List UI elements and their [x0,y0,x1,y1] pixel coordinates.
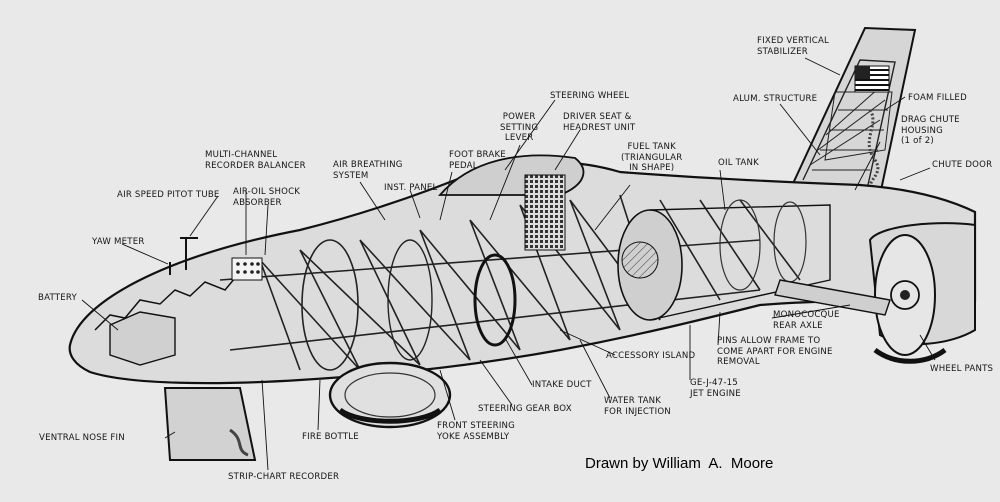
steering-wheel [473,253,517,347]
label-steering-wheel: STEERING WHEEL [550,91,630,101]
label-foot-brake-pedal: FOOT BRAKE PEDAL [449,150,506,171]
recorder-balancer [231,257,263,281]
label-air-speed-pitot-tube: AIR SPEED PITOT TUBE [117,190,220,200]
label-monocoque-rear-axle: MONOCOCQUE REAR AXLE [773,310,840,331]
flag-icon [854,65,890,93]
label-air-oil-shock-absorber: AIR-OIL SHOCK ABSORBER [233,187,301,208]
label-ge-jet-engine: GE-J-47-15 JET ENGINE [690,378,741,399]
label-ventral-nose-fin: VENTRAL NOSE FIN [39,433,125,443]
label-fire-bottle: FIRE BOTTLE [302,432,359,442]
jet-engine [617,199,831,321]
rear-wheel-pant [868,222,976,364]
label-pins-allow-frame: PINS ALLOW FRAME TO COME APART FOR ENGIN… [717,336,833,367]
label-foam-filled: FOAM FILLED [908,93,967,103]
label-inst-panel: INST. PANEL [384,183,438,193]
label-air-breathing-system: AIR BREATHING SYSTEM [333,160,403,181]
pitot-tube [180,237,198,270]
label-intake-duct: INTAKE DUCT [532,380,592,390]
label-yaw-meter: YAW METER [92,237,145,247]
label-front-steering-yoke: FRONT STEERING YOKE ASSEMBLY [437,421,516,442]
label-battery: BATTERY [38,293,77,303]
illustrator-credit: Drawn by William A. Moore [585,455,774,472]
label-fixed-vertical-stabilizer: FIXED VERTICAL STABILIZER [757,36,830,57]
label-power-setting-lever: POWER SETTING LEVER [500,112,539,143]
leader-lines [81,57,936,471]
label-chute-door: CHUTE DOOR [932,160,993,170]
car-body [68,154,977,385]
label-strip-chart-recorder: STRIP-CHART RECORDER [228,472,340,482]
driver-seat [524,174,566,251]
rear-axle [774,279,891,316]
label-drag-chute-housing: DRAG CHUTE HOUSING (1 of 2) [901,115,960,146]
label-accessory-island: ACCESSORY ISLAND [606,351,696,361]
label-wheel-pants: WHEEL PANTS [930,364,994,374]
label-steering-gear-box: STEERING GEAR BOX [478,404,572,414]
label-water-tank: WATER TANK FOR INJECTION [604,396,671,417]
label-multi-channel-recorder-balancer: MULTI-CHANNEL RECORDER BALANCER [205,150,306,171]
label-alum-structure: ALUM. STRUCTURE [733,94,818,104]
label-driver-seat: DRIVER SEAT & HEADREST UNIT [563,112,636,133]
label-fuel-tank: FUEL TANK (TRIANGULAR IN SHAPE) [621,142,683,173]
front-wheel [328,361,452,429]
label-oil-tank: OIL TANK [718,158,759,168]
battery-box [109,311,176,366]
